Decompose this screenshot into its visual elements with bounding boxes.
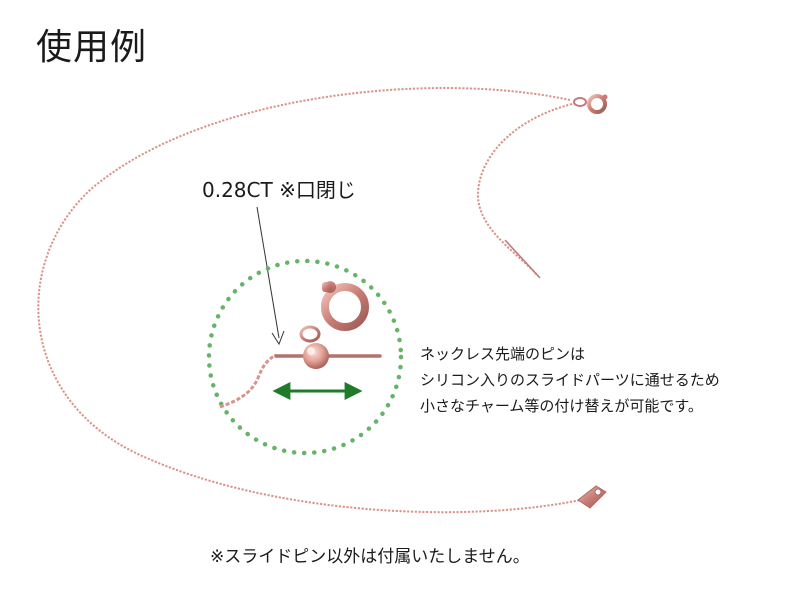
top-spring-ring-clasp-icon	[573, 94, 608, 114]
callout-label: 0.28CT ※口閉じ	[202, 178, 356, 202]
hanging-pin	[504, 239, 541, 279]
callout-pointer-head	[271, 330, 285, 346]
bottom-chain-tag-icon	[577, 485, 607, 509]
callout-pointer	[256, 206, 280, 339]
spring-ring-clasp-icon	[299, 281, 369, 343]
bead-highlight	[307, 347, 315, 355]
page-heading: 使用例	[36, 27, 148, 68]
description-line: 小さなチャーム等の付け替えが可能です。	[420, 397, 703, 415]
hanging-chain	[476, 103, 573, 277]
description-line: シリコン入りのスライドパーツに通せるため	[420, 371, 720, 389]
description-line: ネックレス先端のピンは	[420, 345, 586, 363]
detail-chain	[219, 353, 277, 409]
detail-dotted-circle	[206, 258, 404, 456]
footnote: ※スライドピン以外は付属いたしません。	[210, 547, 530, 567]
necklace-chain	[37, 87, 591, 514]
description-block: ネックレス先端のピンは シリコン入りのスライドパーツに通せるため 小さなチャーム…	[420, 341, 720, 419]
bead-icon	[303, 343, 329, 369]
